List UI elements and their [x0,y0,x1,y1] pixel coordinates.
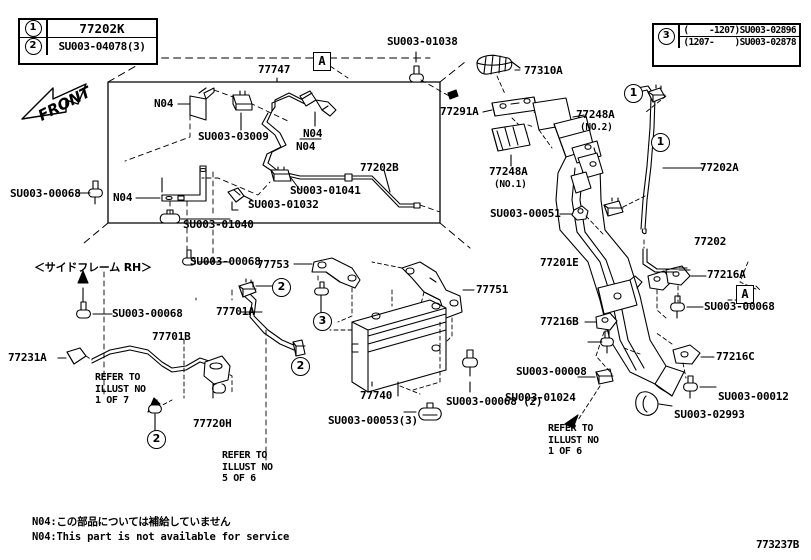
callout-77720h: 77720H [193,417,232,430]
legend-right-row-2: (1207- )SU003-02878 [680,37,799,48]
legend-right-body: 3 ( -1207)SU003-02896 (1207- )SU003-0287… [654,25,799,48]
footnote-japanese: N04:この部品については補給していません [32,516,231,528]
circled-marker-2-upper: 2 [272,278,291,297]
circled-marker-2-lower: 2 [291,357,310,376]
legend-left-row-1: 1 77202K [20,20,156,38]
side-frame-note: ＜サイドフレーム RH＞ [34,261,152,274]
callout-77751: 77751 [476,283,509,296]
callout-77202b: 77202B [360,161,399,174]
callout-su003-01024: SU003-01024 [505,391,576,404]
callout-su003-00008: SU003-00008 [516,365,587,378]
callout-su003-00068-2: SU003-00068 (2) [446,395,543,408]
legend-right-marker: 3 [654,25,681,48]
sheet-corner-code: 773237B [756,538,799,551]
callout-su003-01038: SU003-01038 [387,35,458,48]
callout-77701a: 77701A [216,305,255,318]
legend-right: 3 ( -1207)SU003-02896 (1207- )SU003-0287… [652,23,801,67]
callout-77310a: 77310A [524,64,563,77]
callout-su003-01041: SU003-01041 [290,184,361,197]
legend-left: 1 77202K 2 SU003-04078(3) [18,18,158,65]
footnote-english: N04:This part is not available for servi… [32,531,290,543]
callout-77231a: 77231A [8,351,47,364]
legend-left-marker-2: 2 [20,38,48,55]
legend-left-row-2: 2 SU003-04078(3) [20,38,156,55]
callout-su003-03009: SU003-03009 [198,130,269,143]
callout-77248a-no2: 77248A [576,108,615,121]
callout-77202: 77202 [694,235,727,248]
callout-77740: 77740 [360,389,393,402]
callout-n04-b: N04 [303,127,323,140]
legend-left-value-2: SU003-04078(3) [58,40,146,53]
callout-su003-00068-left: SU003-00068 [10,187,81,200]
circled-marker-1-top: 1 [624,84,643,103]
circled-number: 3 [657,28,675,45]
callout-n04-c: N04 [296,140,316,153]
callout-77216a: 77216A [707,268,746,281]
circled-marker-1-mid: 1 [651,133,670,152]
callout-77202a: 77202A [700,161,739,174]
legend-right-value-2: SU003-02878 [739,37,797,48]
legend-right-row-1: ( -1207)SU003-02896 [680,25,799,37]
callout-n04-d: N04 [113,191,133,204]
legend-right-value-1: SU003-02896 [739,25,797,36]
callout-77747: 77747 [258,63,291,76]
marker-a-right: A [736,285,754,304]
legend-left-marker-1: 1 [20,20,48,37]
legend-right-range-1: ( -1207) [683,25,740,36]
callout-su003-00012: SU003-00012 [718,390,789,403]
circled-marker-3: 3 [313,312,332,331]
callout-77248a-no1: 77248A [489,165,528,178]
refer-note-1-of-7: REFER TO ILLUST NO 1 OF 7 [95,372,146,406]
callout-su003-00068-right: SU003-00068 [704,300,775,313]
callout-77753: 77753 [257,258,290,271]
circled-number: 2 [24,38,42,55]
callout-su003-02993: SU003-02993 [674,408,745,421]
circled-marker-2-bottom: 2 [147,430,166,449]
callout-su003-00068-mid: SU003-00068 [190,255,261,268]
legend-left-value-1: 77202K [79,21,125,36]
callout-77248a-no1-sub: (NO.1) [494,179,527,190]
callout-n04-a: N04 [154,97,174,110]
marker-a-top: A [313,52,331,71]
callout-su003-00068-sideframe: SU003-00068 [112,307,183,320]
callout-77216b: 77216B [540,315,579,328]
callout-77216c: 77216C [716,350,755,363]
callout-su003-01032: SU003-01032 [248,198,319,211]
callout-77701b: 77701B [152,330,191,343]
refer-note-1-of-6: REFER TO ILLUST NO 1 OF 6 [548,423,599,457]
callout-77291a: 77291A [440,105,479,118]
callout-su003-00051: SU003-00051 [490,207,561,220]
callout-su003-00053: SU003-00053(3) [328,414,418,427]
callout-77248a-no2-sub: (NO.2) [580,122,613,133]
refer-note-5-of-6: REFER TO ILLUST NO 5 OF 6 [222,450,273,484]
legend-right-range-2: (1207- ) [683,37,740,48]
callout-77201e: 77201E [540,256,579,269]
callout-su003-01040: SU003-01040 [183,218,254,231]
circled-number: 1 [24,20,42,37]
